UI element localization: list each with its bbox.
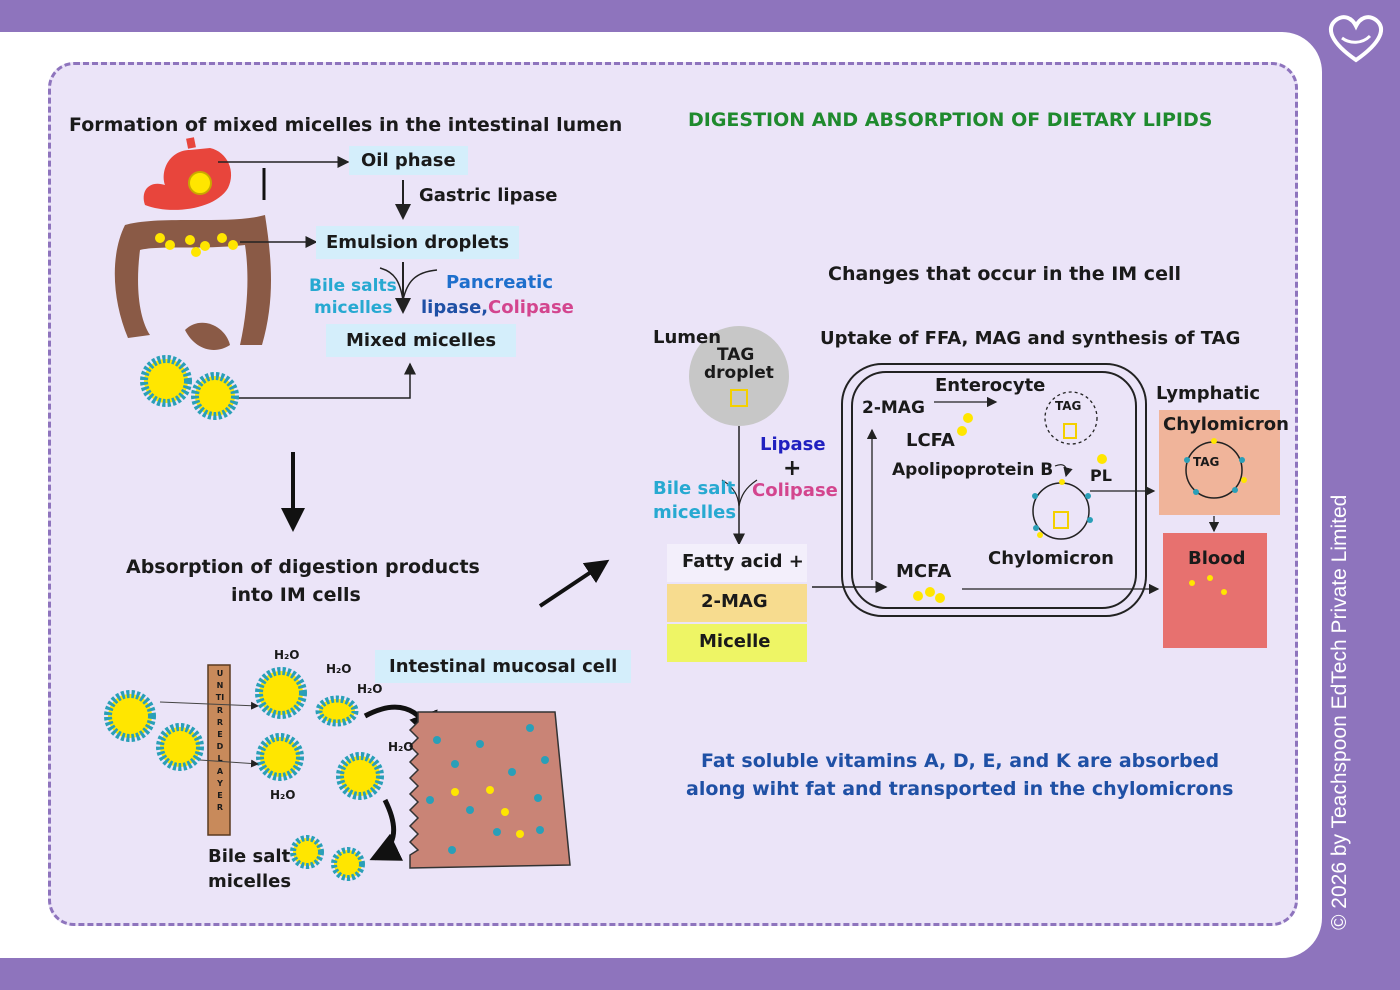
lumen-label: Lumen [653,327,722,348]
chylomicron-label: Chylomicron [988,548,1114,569]
cell-two-mag-label: 2-MAG [862,398,925,418]
colipase-label: Colipase [488,297,574,318]
h2o-label-4: H₂O [388,740,414,754]
vitamins-line-2: along wiht fat and transported in the ch… [686,778,1234,800]
lipase-label: lipase, [421,297,489,318]
lcfa-label: LCFA [906,430,955,451]
micelle-label: Micelle [699,631,771,652]
oil-phase-box: Oil phase [349,146,468,175]
right-micelles-label: micelles [653,502,737,523]
right-bile-salt-label: Bile salt [653,478,736,499]
mcfa-label: MCFA [896,561,952,582]
absorption-line-2: into IM cells [231,584,361,606]
pancreatic-label: Pancreatic [446,272,554,293]
right-colipase-label: Colipase [752,480,838,501]
heart-logo-icon [1329,15,1383,63]
tag-droplet-label-2: droplet [704,363,774,383]
mucosal-cell-illustration [408,711,571,869]
lymph-tag-label: TAG [1193,455,1220,469]
intestinal-mucosal-cell-box: Intestinal mucosal cell [375,650,632,683]
bile-salt-micelles-label: micelles [208,871,292,892]
left-title: Formation of mixed micelles in the intes… [69,114,623,136]
absorption-line-1: Absorption of digestion products [126,556,480,578]
h2o-label-2: H₂O [326,662,352,676]
fatty-acid-label: Fatty acid + [682,551,804,572]
uptake-label: Uptake of FFA, MAG and synthesis of TAG [820,328,1241,349]
h2o-label-3: H₂O [357,682,383,696]
h2o-label-1: H₂O [274,648,300,662]
lymphatic-label: Lymphatic [1156,383,1261,404]
plus-sign: + [783,456,802,481]
bile-salt-label: Bile salt [208,846,291,867]
apolipoprotein-b-label: Apolipoprotein B [892,460,1054,480]
blood-label: Blood [1188,548,1246,569]
changes-title: Changes that occur in the IM cell [828,263,1181,285]
absorption-micelles [104,667,384,881]
right-lipase-label: Lipase [760,434,826,455]
cell-tag-label: TAG [1055,399,1082,413]
enterocyte-label: Enterocyte [935,375,1046,396]
vitamins-line-1: Fat soluble vitamins A, D, E, and K are … [701,750,1220,772]
bile-salts-label: Bile salts [309,276,397,296]
gastric-lipase-label: Gastric lipase [419,185,558,206]
main-title: DIGESTION AND ABSORPTION OF DIETARY LIPI… [688,109,1213,131]
pl-label: PL [1090,466,1112,485]
micelle-pair-top [140,355,239,420]
emulsion-droplets-box: Emulsion droplets [316,226,520,259]
large-intestine-illustration [114,215,271,350]
mixed-micelles-box: Mixed micelles [326,324,517,357]
chylomicron-box-label: Chylomicron [1163,414,1289,435]
stomach-illustration [143,137,232,210]
unstirred-layer-label: UNTIRRED LAYER [215,669,225,813]
bile-salts-micelles-label: micelles [314,298,393,318]
h2o-label-5: H₂O [270,788,296,802]
copyright-notice: © 2026 by Teachspoon EdTech Private Limi… [1328,494,1351,930]
two-mag-label: 2-MAG [701,591,768,612]
tag-droplet-label-1: TAG [717,345,755,365]
